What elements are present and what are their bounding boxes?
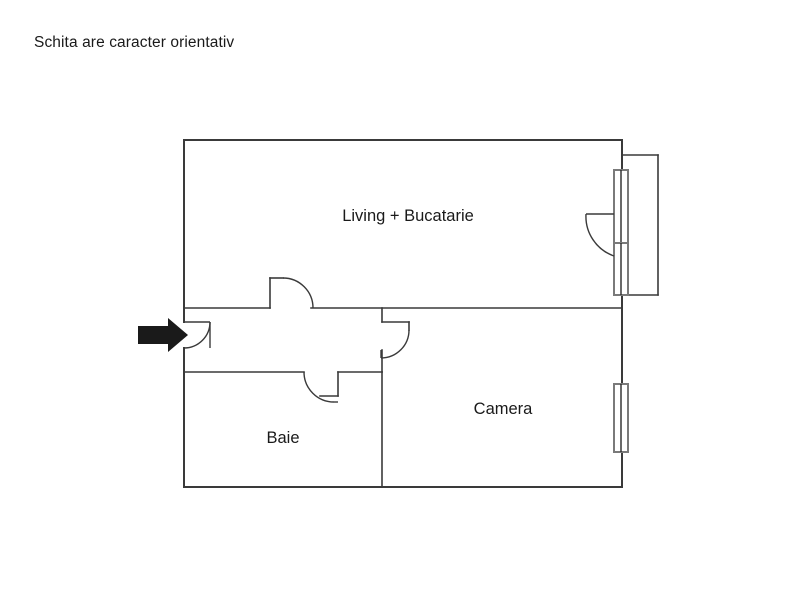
wall-group-interior [183, 277, 623, 488]
balcony-upper-window [613, 169, 629, 244]
room-label-baie: Baie [266, 429, 299, 447]
balcony-door-swing [585, 213, 615, 257]
baie-door-swing [303, 371, 335, 403]
camera-door-swing [380, 329, 410, 359]
window-group [613, 169, 629, 453]
entrance-direction-arrow [138, 318, 188, 352]
door-swing-group [183, 213, 615, 403]
camera-window [613, 383, 629, 453]
living-door-swing [282, 277, 314, 309]
balcony-lower-window [613, 242, 629, 296]
wall-group-exterior [183, 139, 623, 488]
room-label-camera: Camera [474, 400, 534, 418]
page-title: Schita are caracter orientativ [34, 34, 235, 51]
room-label-living: Living + Bucatarie [342, 207, 474, 225]
